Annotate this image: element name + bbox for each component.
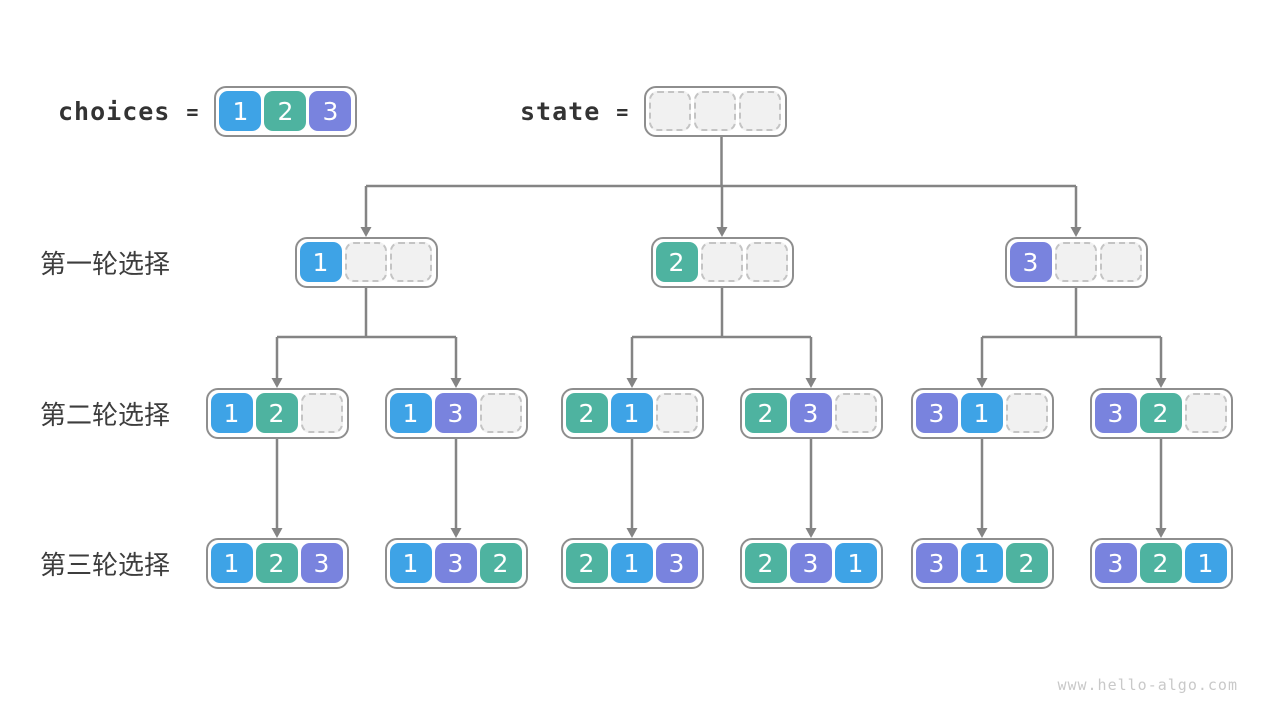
state-cell-2: 2 — [255, 543, 298, 583]
state-cell-empty — [745, 242, 788, 282]
state-cell-empty — [1099, 242, 1142, 282]
state-cell-1: 1 — [219, 91, 262, 131]
round-1-label: 第一轮选择 — [40, 249, 171, 279]
state-expression: state = — [520, 86, 788, 137]
state-cell-2: 2 — [479, 543, 522, 583]
state-cell-1: 1 — [389, 393, 432, 433]
round-3-label: 第三轮选择 — [40, 550, 171, 580]
state-cell-3: 3 — [1094, 543, 1137, 583]
state-cell-3: 3 — [655, 543, 698, 583]
state-cell-empty — [834, 393, 877, 433]
state-cell-3: 3 — [915, 393, 958, 433]
state-cell-1: 1 — [960, 543, 1003, 583]
state-cell-2: 2 — [744, 543, 787, 583]
state-cell-3: 3 — [915, 543, 958, 583]
state-node-r1-3: 3 — [1004, 237, 1148, 288]
state-cell-2: 2 — [1005, 543, 1048, 583]
state-cell-3: 3 — [434, 393, 477, 433]
state-cell-empty — [479, 393, 522, 433]
state-cell-empty — [389, 242, 432, 282]
state-cell-empty — [694, 91, 737, 131]
state-cell-2: 2 — [565, 393, 608, 433]
state-label: state — [520, 97, 601, 126]
state-cell-1: 1 — [610, 543, 653, 583]
state-cell-3: 3 — [789, 393, 832, 433]
state-cell-2: 2 — [255, 393, 298, 433]
choices-label: choices — [58, 97, 171, 126]
watermark: www.hello-algo.com — [1057, 676, 1238, 694]
state-cell-3: 3 — [434, 543, 477, 583]
state-cell-1: 1 — [1184, 543, 1227, 583]
round-2-label: 第二轮选择 — [40, 400, 171, 430]
state-cell-2: 2 — [655, 242, 698, 282]
state-cell-empty — [649, 91, 692, 131]
state-cell-empty — [344, 242, 387, 282]
state-cell-empty — [1005, 393, 1048, 433]
state-cell-3: 3 — [300, 543, 343, 583]
state-cell-1: 1 — [299, 242, 342, 282]
state-cell-empty — [1054, 242, 1097, 282]
state-cell-1: 1 — [210, 393, 253, 433]
state-cell-3: 3 — [789, 543, 832, 583]
state-cell-empty — [1184, 393, 1227, 433]
state-equals-sign: = — [616, 99, 629, 124]
state-cell-1: 1 — [610, 393, 653, 433]
state-cell-1: 1 — [960, 393, 1003, 433]
state-array-root — [644, 86, 788, 137]
state-cell-1: 1 — [210, 543, 253, 583]
state-cell-2: 2 — [744, 393, 787, 433]
state-node-r1-2: 2 — [650, 237, 794, 288]
state-cell-empty — [300, 393, 343, 433]
state-cell-3: 3 — [1094, 393, 1137, 433]
state-cell-2: 2 — [1139, 543, 1182, 583]
state-cell-1: 1 — [389, 543, 432, 583]
state-cell-2: 2 — [1139, 393, 1182, 433]
state-cell-1: 1 — [834, 543, 877, 583]
state-cell-3: 3 — [1009, 242, 1052, 282]
state-cell-2: 2 — [264, 91, 307, 131]
state-cell-empty — [739, 91, 782, 131]
choices-equals-sign: = — [186, 99, 199, 124]
state-cell-empty — [655, 393, 698, 433]
state-cell-empty — [700, 242, 743, 282]
state-cell-2: 2 — [565, 543, 608, 583]
state-node-r1-1: 1 — [294, 237, 438, 288]
state-cell-3: 3 — [309, 91, 352, 131]
